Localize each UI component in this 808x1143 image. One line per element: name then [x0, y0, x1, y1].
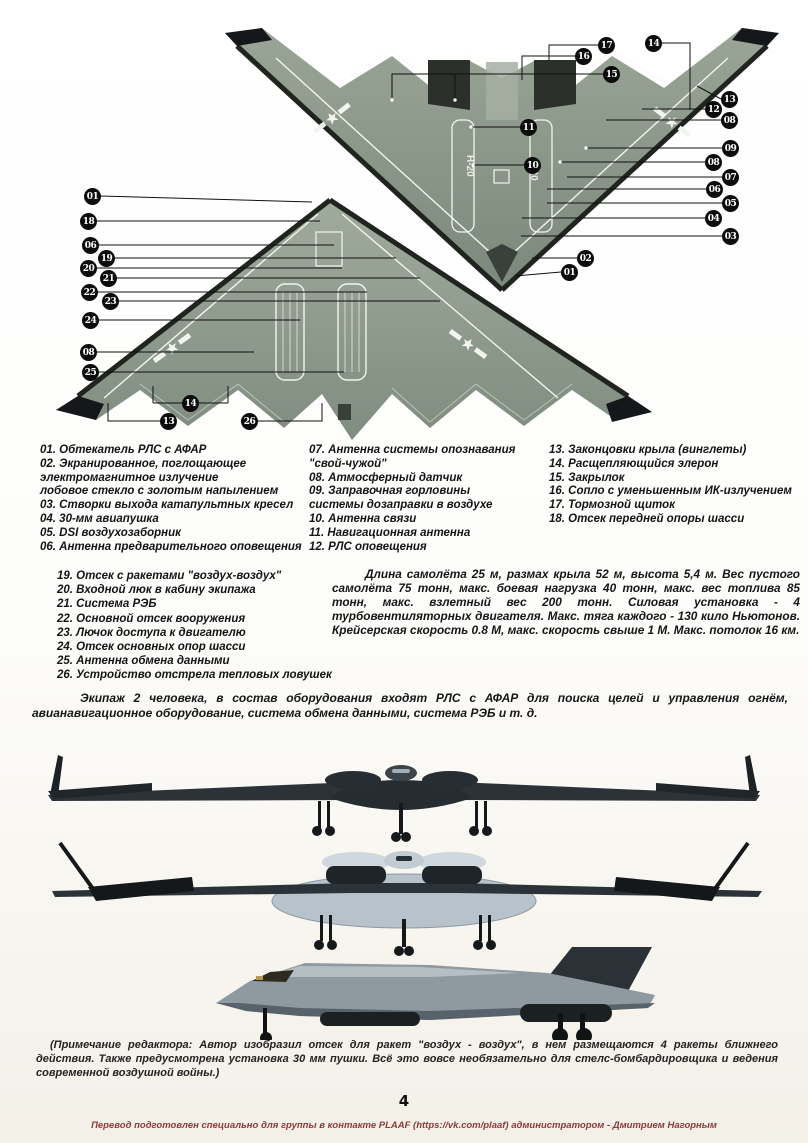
- legend-line: 08. Атмосферный датчик: [309, 471, 463, 484]
- landing-gear: [312, 801, 492, 842]
- callout-badge: 01: [84, 188, 101, 205]
- legend-line: 15. Закрылок: [549, 471, 625, 484]
- callout-badge: 18: [80, 213, 97, 230]
- legend-column-1: 01. Обтекатель РЛС с АФАР 02. Экранирова…: [40, 444, 308, 554]
- legend-line: 01. Обтекатель РЛС с АФАР: [40, 444, 207, 456]
- legend-line: 18. Отсек передней опоры шасси: [549, 512, 745, 525]
- callout-badge: 09: [722, 140, 739, 157]
- callout-badge: 07: [722, 169, 739, 186]
- front-view-render-1: [48, 755, 760, 842]
- legend-line: "свой-чужой": [309, 457, 387, 470]
- callout-badge: 13: [160, 413, 177, 430]
- callout-badge: 24: [82, 312, 99, 329]
- front-view-render-2: [52, 841, 762, 956]
- legend-line: 23. Лючок доступа к двигателю: [57, 626, 246, 639]
- legend-column-3: 13. Законцовки крыла (винглеты) 14. Расщ…: [549, 444, 801, 527]
- callout-badge: 06: [82, 237, 99, 254]
- page-number: 4: [398, 1092, 410, 1110]
- roundel-icon: [448, 329, 488, 359]
- legend-line: 04. 30-мм авиапушка: [40, 512, 159, 525]
- side-view-render: [216, 947, 655, 1040]
- legend-column-2: 07. Антенна системы опознавания "свой-чу…: [309, 444, 541, 554]
- callout-badge: 13: [721, 91, 738, 108]
- legend-line: 25. Антенна обмена данными: [57, 655, 230, 668]
- legend-items-19-26: 19. Отсек с ракетами "воздух-воздух" 20.…: [57, 569, 357, 683]
- footer-credit: Перевод подготовлен специально для групп…: [91, 1120, 717, 1131]
- callout-badge: 19: [98, 250, 115, 267]
- legend-line: системы дозаправки в воздухе: [309, 499, 493, 512]
- legend-line: 19. Отсек с ракетами "воздух-воздух": [57, 570, 282, 582]
- editor-note: (Примечание редактора: Автор изобразил о…: [36, 1039, 778, 1079]
- callout-badge: 08: [80, 344, 97, 361]
- legend-line: 09. Заправочная горловины: [309, 485, 471, 498]
- legend-line: 03. Створки выхода катапультных кресел: [40, 499, 294, 512]
- callout-badge: 11: [520, 119, 537, 136]
- legend-line: 07. Антенна системы опознавания: [309, 444, 516, 456]
- legend-line: 11. Навигационная антенна: [309, 526, 471, 539]
- legend-line: 12. РЛС оповещения: [309, 540, 427, 553]
- specs-paragraph: Длина самолёта 25 м, размах крыла 52 м, …: [332, 567, 800, 637]
- callout-badge: 17: [598, 37, 615, 54]
- landing-gear: [260, 1008, 592, 1040]
- callout-badge: 14: [645, 35, 662, 52]
- bottom-view-diagram: [56, 197, 652, 440]
- callout-badge: 25: [82, 364, 99, 381]
- callout-badge: 22: [81, 284, 98, 301]
- callout-badge: 06: [706, 181, 723, 198]
- legend-line: 06. Антенна предварительного оповещения: [40, 540, 302, 553]
- aircraft-diagrams: H-20 H-20: [56, 28, 779, 440]
- callout-badge: 26: [241, 413, 258, 430]
- legend-line: 16. Сопло с уменьшенным ИК-излучением: [549, 485, 792, 498]
- callout-badge: 23: [102, 293, 119, 310]
- legend-line: 13. Законцовки крыла (винглеты): [549, 444, 747, 456]
- callout-badge: 08: [721, 112, 738, 129]
- legend-line: 05. DSI воздухозаборник: [40, 526, 181, 539]
- legend-line: лобовое стекло с золотым напылением: [40, 485, 279, 498]
- legend-line: 22. Основной отсек вооружения: [57, 612, 246, 625]
- legend-line: 17. Тормозной щиток: [549, 499, 675, 512]
- legend-line: электромагнитное излучение: [40, 471, 219, 484]
- callout-badge: 03: [722, 228, 739, 245]
- callout-badge: 04: [705, 210, 722, 227]
- crew-paragraph: Экипаж 2 человека, в состав оборудования…: [32, 691, 788, 720]
- legend-line: 02. Экранированное, поглощающее: [40, 457, 247, 470]
- callout-badge: 15: [603, 66, 620, 83]
- callout-badge: 16: [575, 48, 592, 65]
- callout-badge: 01: [561, 264, 578, 281]
- roundel-icon: [313, 102, 351, 134]
- legend-line: 24. Отсек основных опор шасси: [57, 641, 246, 654]
- callout-badge: 08: [705, 154, 722, 171]
- callout-badge: 10: [524, 157, 541, 174]
- callout-badge: 21: [100, 270, 117, 287]
- callout-badge: 02: [577, 250, 594, 267]
- legend-line: 14. Расщепляющийся элерон: [549, 457, 719, 470]
- legend-line: 20. Входной люк в кабину экипажа: [57, 584, 256, 597]
- callout-badge: 14: [182, 395, 199, 412]
- legend-line: 21. Система РЭБ: [57, 598, 157, 611]
- roundel-icon: [152, 333, 192, 363]
- callout-badge: 12: [705, 101, 722, 118]
- legend-line: 26. Устройство отстрела тепловых ловушек: [57, 669, 332, 682]
- callout-badge: 20: [80, 260, 97, 277]
- h20-marking-left: H-20: [464, 155, 475, 177]
- aircraft-renders: [48, 755, 762, 1040]
- callout-badge: 05: [722, 195, 739, 212]
- legend-line: 10. Антенна связи: [309, 512, 417, 525]
- callout-lines: [96, 42, 722, 422]
- top-view-diagram: H-20 H-20: [225, 28, 779, 292]
- landing-gear: [314, 915, 496, 956]
